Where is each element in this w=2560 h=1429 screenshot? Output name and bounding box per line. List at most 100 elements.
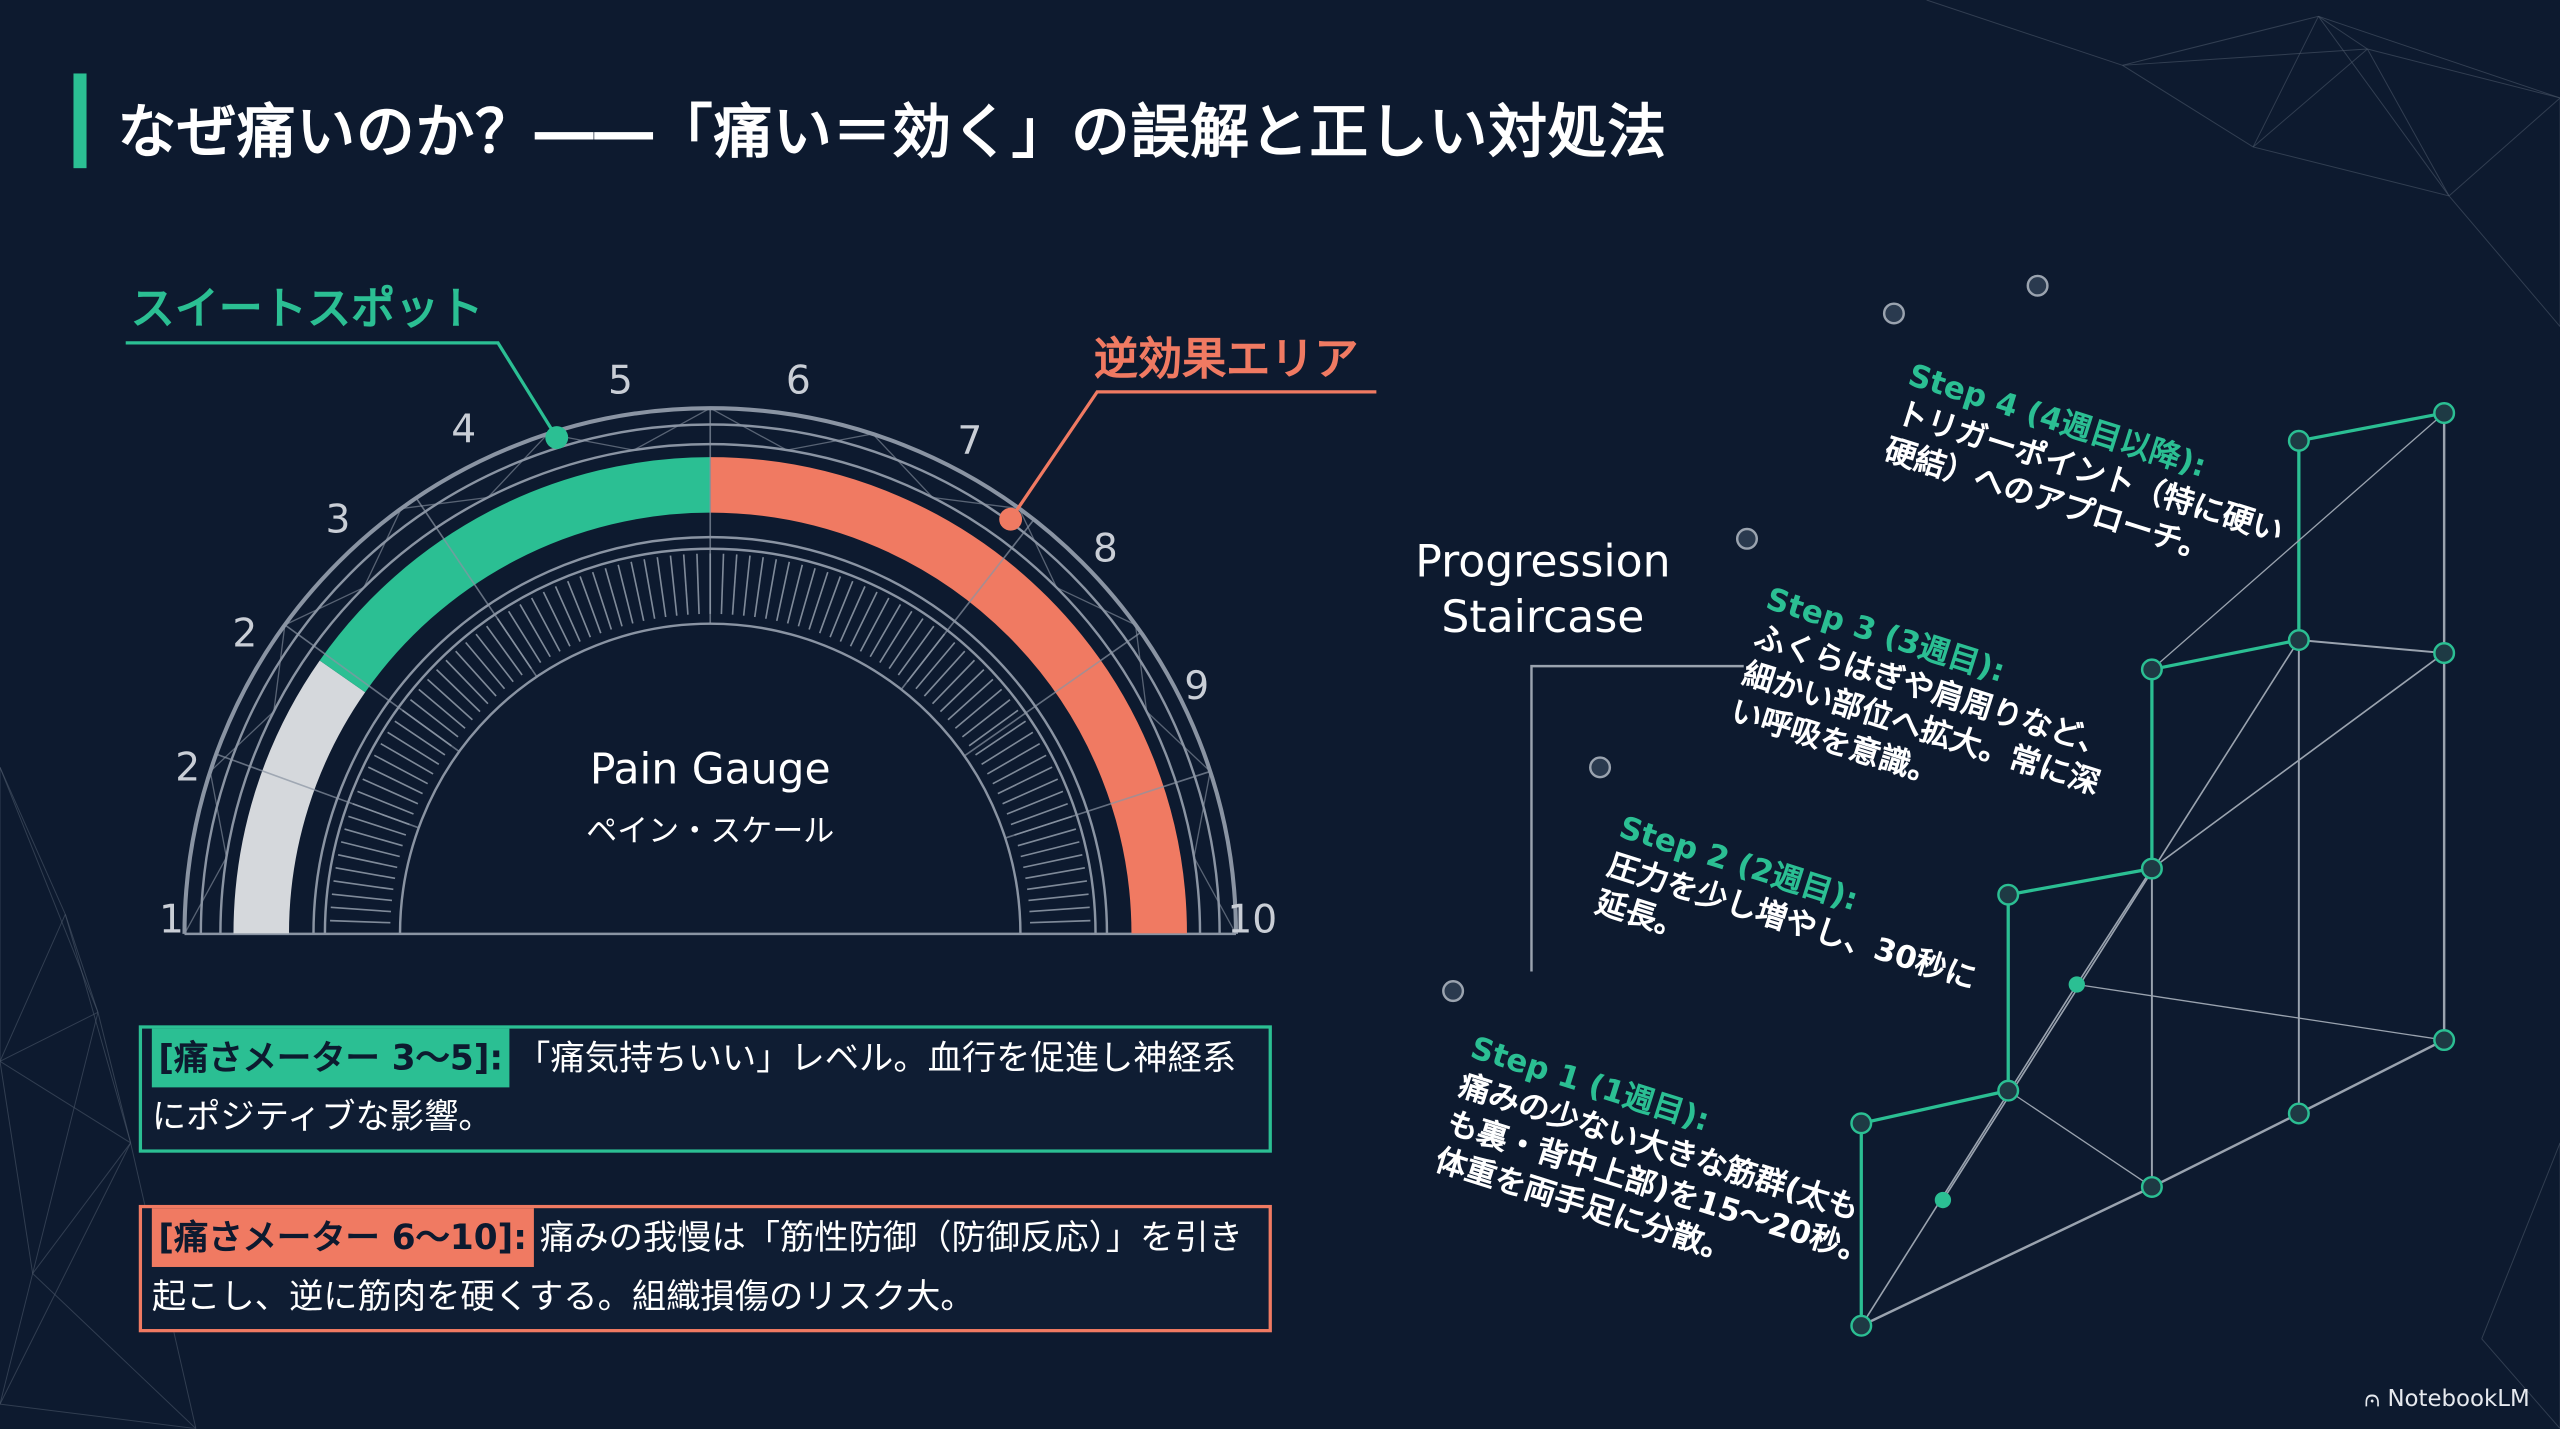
stair-node bbox=[2140, 1175, 2163, 1198]
stair-node bbox=[1934, 1191, 1952, 1209]
gauge-tick bbox=[859, 597, 890, 652]
network-line bbox=[2252, 48, 2368, 148]
gauge-tick bbox=[530, 597, 561, 652]
stair-node bbox=[2287, 628, 2310, 652]
gauge-tick bbox=[554, 586, 581, 642]
network-line bbox=[2122, 48, 2368, 66]
stair-front-edge bbox=[2298, 411, 2445, 443]
gauge-tick bbox=[1010, 803, 1068, 826]
sweet-spot-label: スイートスポット bbox=[130, 284, 484, 335]
gauge-scale-label: 2 bbox=[232, 610, 258, 657]
gauge-tick bbox=[939, 669, 985, 713]
network-line bbox=[97, 1012, 132, 1144]
stair-node bbox=[2287, 1102, 2310, 1125]
gauge-tick bbox=[333, 880, 394, 891]
network-line bbox=[0, 1061, 34, 1274]
gauge-tick bbox=[373, 754, 429, 785]
network-line bbox=[64, 914, 99, 1013]
stair-node bbox=[2433, 402, 2456, 425]
gauge-tick bbox=[335, 867, 396, 880]
gauge-zone-スイートスポット bbox=[319, 457, 711, 693]
notebooklm-logo: ⩀ NotebookLM bbox=[2364, 1386, 2530, 1412]
network-line bbox=[2122, 15, 2319, 66]
network-line bbox=[2448, 97, 2560, 197]
gauge-tick bbox=[1002, 778, 1059, 805]
gauge-spoke bbox=[415, 497, 538, 678]
info-box-tag: [痛さメーター 3〜5]: bbox=[151, 1028, 510, 1088]
staircase-label: Progression Staircase bbox=[1415, 536, 1670, 647]
gauge-tick bbox=[357, 790, 414, 815]
sweet-spot-leader-line bbox=[125, 341, 559, 439]
gauge-tick bbox=[387, 731, 440, 766]
gauge-tick bbox=[931, 659, 976, 705]
gauge-tick bbox=[331, 893, 393, 902]
gauge-wire bbox=[209, 624, 286, 772]
gauge-tick bbox=[888, 618, 924, 670]
gauge-tick bbox=[849, 591, 878, 647]
network-line bbox=[64, 914, 132, 1144]
network-line bbox=[32, 1142, 132, 1274]
gauge-wire bbox=[1018, 508, 1136, 626]
gauge-tick bbox=[656, 557, 667, 618]
gauge-wire bbox=[709, 407, 873, 451]
gauge-tick bbox=[475, 633, 514, 683]
info-box-reverse-effect: [痛さメーター 6〜10]:痛みの我慢は「筋性防御（防御反応）」を引き起こし、逆… bbox=[138, 1204, 1272, 1333]
gauge-tick bbox=[682, 554, 689, 615]
network-line bbox=[2481, 1142, 2560, 1339]
stair-node bbox=[2068, 976, 2085, 993]
network-line bbox=[0, 1060, 131, 1144]
gauge-tick bbox=[669, 555, 678, 616]
gauge-scale-label: 10 bbox=[1227, 896, 1278, 943]
stair-node bbox=[2026, 274, 2049, 297]
gauge-tick bbox=[455, 650, 497, 697]
gauge-tick bbox=[604, 567, 623, 627]
gauge-tick bbox=[961, 699, 1011, 738]
gauge-tick bbox=[394, 720, 446, 756]
gauge-tick bbox=[775, 561, 791, 622]
stair-edge bbox=[1600, 743, 1747, 767]
gauge-zone-逆効果エリア bbox=[710, 457, 1187, 934]
gauge-wire bbox=[1134, 624, 1211, 772]
network-line bbox=[2318, 15, 2368, 50]
gauge-subtitle: ペイン・スケール bbox=[586, 813, 835, 850]
gauge-tick bbox=[829, 580, 854, 638]
gauge-ring bbox=[398, 622, 1022, 934]
gauge-tick bbox=[753, 557, 764, 618]
stair-edge bbox=[2076, 983, 2445, 1041]
network-line bbox=[2253, 146, 2450, 197]
gauge-scale-label: 7 bbox=[957, 417, 983, 464]
gauge-tick bbox=[764, 559, 778, 619]
gauge-wire bbox=[1193, 771, 1237, 935]
stair-edge bbox=[2298, 639, 2445, 655]
network-line bbox=[0, 767, 66, 915]
network-line bbox=[0, 1142, 132, 1405]
gauge-tick bbox=[380, 742, 434, 775]
stair-edge bbox=[2151, 412, 2445, 670]
gauge-spoke bbox=[284, 624, 460, 753]
gauge-tick bbox=[330, 919, 391, 924]
stair-node bbox=[2287, 429, 2310, 452]
gauge-scale-label: 8 bbox=[1092, 525, 1118, 572]
gauge-tick bbox=[992, 754, 1047, 785]
gauge-scale-label: 2 bbox=[175, 744, 201, 791]
stair-node bbox=[1997, 1079, 2020, 1102]
gauge-spoke bbox=[215, 753, 419, 829]
stair-edge bbox=[1860, 652, 2445, 1327]
network-line bbox=[2367, 48, 2560, 99]
gauge-tick bbox=[879, 610, 913, 663]
network-line bbox=[0, 1403, 196, 1429]
gauge-tick bbox=[1017, 828, 1077, 847]
gauge-scale-label: 5 bbox=[607, 357, 633, 404]
gauge-tick bbox=[923, 650, 966, 697]
staircase-label-line: Staircase bbox=[1441, 592, 1645, 644]
network-line bbox=[2448, 195, 2560, 327]
stair-node bbox=[1850, 1112, 1873, 1135]
gauge-tick bbox=[643, 559, 656, 619]
gauge-wire bbox=[284, 508, 402, 626]
gauge-tick bbox=[426, 678, 473, 721]
gauge-tick bbox=[839, 586, 866, 642]
stair-node bbox=[1735, 527, 1759, 550]
gauge-tick bbox=[742, 555, 751, 616]
